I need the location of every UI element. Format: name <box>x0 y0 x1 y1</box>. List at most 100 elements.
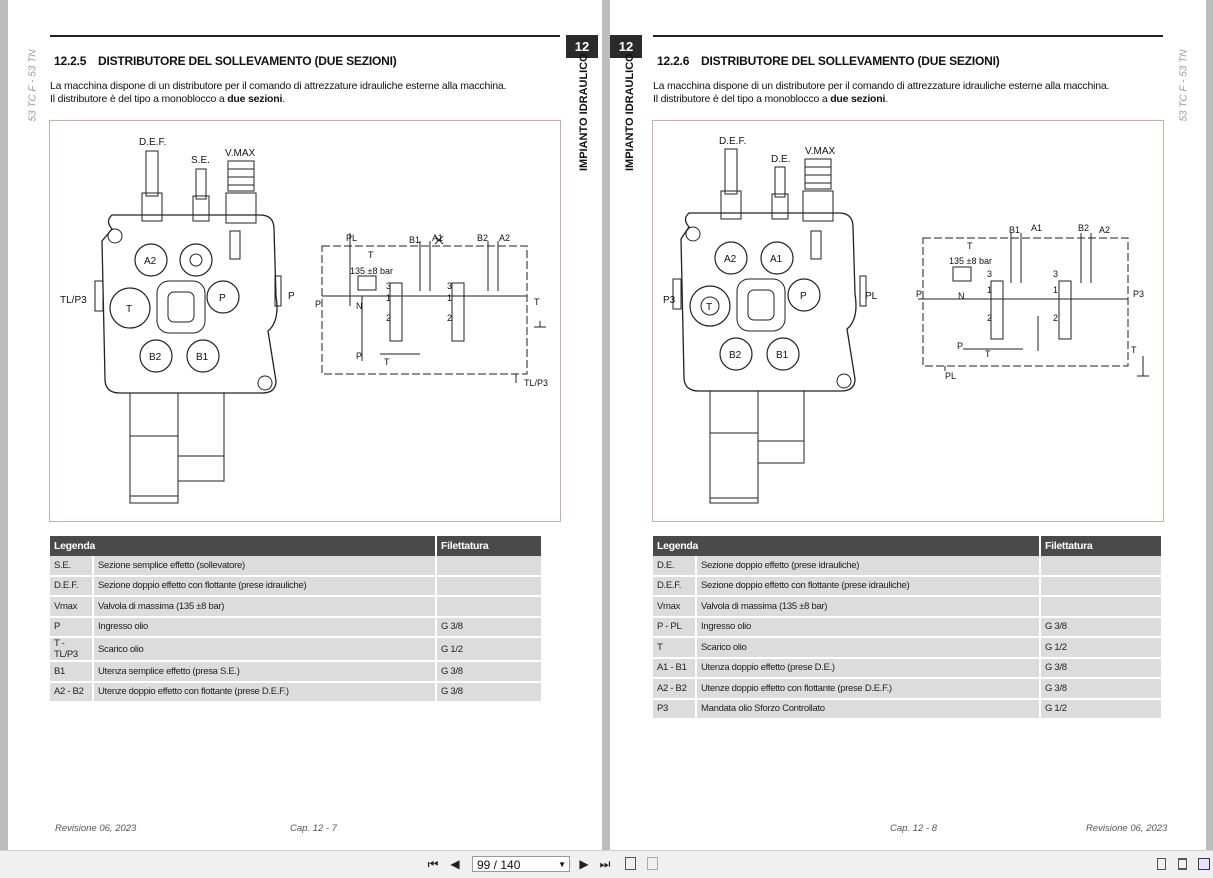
first-page-button[interactable]: ⏮ <box>426 857 440 872</box>
label-def: D.E.F. <box>719 136 746 147</box>
legend-table: Legenda Filettatura D.E.Sezione doppio e… <box>653 536 1163 720</box>
left-page: 12 IMPIANTO IDRAULICO 53 TC F - 53 TN 12… <box>8 0 602 850</box>
two-page-view-icon[interactable] <box>1198 858 1210 870</box>
single-page-view-icon[interactable] <box>1157 858 1166 870</box>
row-thread: G 1/2 <box>437 638 543 662</box>
intro-line-2-end: . <box>885 93 888 105</box>
header-rule <box>50 35 560 37</box>
intro-line-2: Il distributore è del tipo a monoblocco … <box>653 93 1109 106</box>
chevron-down-icon: ▼ <box>558 860 566 869</box>
schem-a2: A2 <box>1099 225 1110 235</box>
valve-figure: D.E.F. D.E. V.MAX A2 A1 P T B2 B1 P3 PL … <box>652 120 1164 522</box>
intro-line-2-end: . <box>282 93 285 105</box>
row-code: B1 <box>50 662 94 683</box>
row-code: Vmax <box>50 597 94 618</box>
chapter-label: IMPIANTO IDRAULICO <box>624 53 636 171</box>
schem-p-small: P <box>957 341 963 351</box>
label-pl: PL <box>865 291 878 302</box>
schem-p3: P3 <box>1133 289 1144 299</box>
schem-pl: PL <box>945 371 956 381</box>
schem-2a: 2 <box>987 313 992 323</box>
schem-t-right: T <box>1131 345 1137 355</box>
schem-n: N <box>958 291 965 301</box>
row-thread: G 3/8 <box>437 617 543 638</box>
copy-page-button[interactable] <box>622 857 638 872</box>
valve-drawing: D.E.F. D.E. V.MAX A2 A1 P T B2 B1 P3 PL … <box>663 136 1149 504</box>
row-description: Utenze doppio effetto con flottante (pre… <box>94 682 437 703</box>
label-a2: A2 <box>724 254 737 265</box>
right-page: 1 2 IMPIANTO IDRAULICO 53 TC F - 53 TN 12… <box>610 0 1206 850</box>
schem-2a: 2 <box>386 313 391 323</box>
row-code: P <box>50 617 94 638</box>
label-de: D.E. <box>771 154 790 165</box>
schem-t-right: T <box>534 297 540 307</box>
next-page-button[interactable]: ▶ <box>578 857 590 872</box>
schem-tlp3: TL/P3 <box>524 378 548 388</box>
section-number: 12.2.6 <box>657 54 690 68</box>
row-thread <box>1041 597 1163 618</box>
row-thread <box>437 576 543 597</box>
section-heading: DISTRIBUTORE DEL SOLLEVAMENTO (DUE SEZIO… <box>98 54 397 68</box>
label-t: T <box>126 304 132 315</box>
continuous-view-icon[interactable] <box>1178 858 1187 870</box>
row-description: Mandata olio Sforzo Controllato <box>697 699 1041 720</box>
row-code: A2 - B2 <box>50 682 94 703</box>
schem-t-top: T <box>967 241 973 251</box>
schem-relief: 135 ±8 bar <box>949 256 992 266</box>
se-stem <box>195 168 207 200</box>
schem-b1: B1 <box>409 235 420 245</box>
row-description: Sezione doppio effetto (prese idrauliche… <box>697 556 1041 577</box>
label-b1: B1 <box>776 350 789 361</box>
row-code: A2 - B2 <box>653 679 697 700</box>
header-rule <box>653 35 1163 37</box>
row-thread <box>1041 576 1163 597</box>
schem-3b: 3 <box>1053 269 1058 279</box>
prev-page-button[interactable]: ◀ <box>449 857 461 872</box>
label-b2: B2 <box>729 350 742 361</box>
schem-relief: 135 ±8 bar <box>350 266 393 276</box>
schem-b2: B2 <box>1078 223 1089 233</box>
paste-page-button[interactable] <box>644 857 660 872</box>
label-p-side: P <box>288 291 295 302</box>
label-vmax: V.MAX <box>805 146 836 157</box>
first-page-icon: ⏮ <box>427 857 439 871</box>
label-def: D.E.F. <box>139 137 166 148</box>
last-page-icon: ⏭ <box>599 857 611 871</box>
valve-figure: D.E.F. S.E. V.MAX A2 P T B2 B1 TL/P3 P P… <box>49 120 561 522</box>
copy-icon <box>624 857 636 870</box>
table-row: D.E.F.Sezione doppio effetto con flottan… <box>50 576 543 597</box>
schem-2b: 2 <box>1053 313 1058 323</box>
page-number-select[interactable]: 99 / 140 ▼ <box>472 856 570 872</box>
intro-line-2-bold: due sezioni <box>227 93 283 105</box>
row-code: S.E. <box>50 556 94 577</box>
footer-revision: Revisione 06, 2023 <box>1086 823 1168 834</box>
label-p-port: P <box>219 293 226 304</box>
schem-b2: B2 <box>477 233 488 243</box>
model-label: 53 TC F - 53 TN <box>1178 49 1190 122</box>
table-header-row: Legenda Filettatura <box>50 536 543 556</box>
last-page-button[interactable]: ⏭ <box>598 857 612 872</box>
footer-revision: Revisione 06, 2023 <box>55 823 137 834</box>
schem-p-left: P <box>315 299 321 309</box>
schem-n: N <box>356 301 363 311</box>
header-legenda: Legenda <box>653 536 1041 556</box>
schem-p-left: P <box>916 289 922 299</box>
prev-page-icon: ◀ <box>450 857 460 871</box>
row-code: T <box>653 638 697 659</box>
schem-3a: 3 <box>987 269 992 279</box>
label-a2: A2 <box>144 256 157 267</box>
schem-1b: 1 <box>1053 285 1058 295</box>
intro-line-2: Il distributore è del tipo a monoblocco … <box>50 93 506 106</box>
header-filettatura: Filettatura <box>437 536 543 556</box>
page-indicator: 99 / 140 <box>477 858 521 872</box>
label-p-port: P <box>800 291 807 302</box>
def-stem <box>145 150 159 197</box>
